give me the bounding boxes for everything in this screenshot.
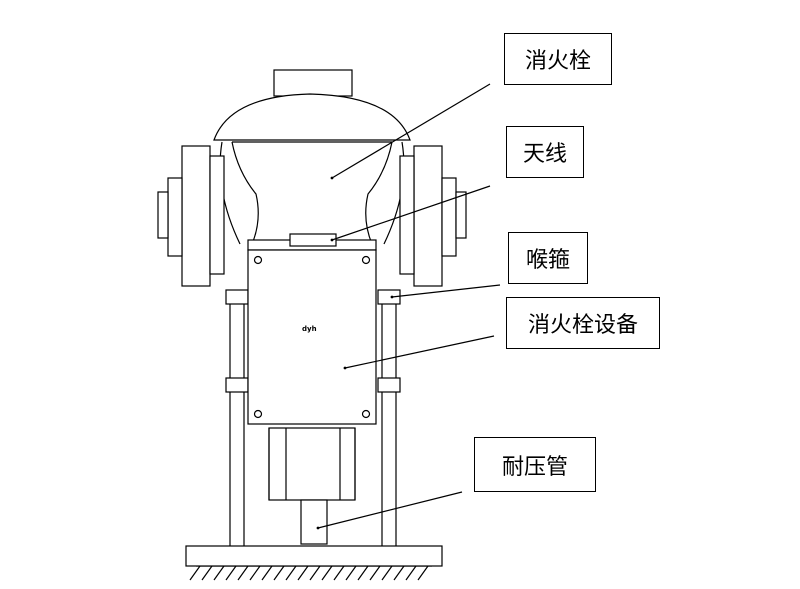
device-logo: dyh: [302, 325, 317, 333]
hydrant-body: [219, 141, 405, 245]
clamp-band: [247, 233, 377, 251]
label-device: 消火栓设备: [506, 297, 660, 349]
base-plate: [185, 545, 443, 567]
support-frame: [225, 289, 401, 546]
device-box: dyh: [247, 249, 377, 425]
right-outlet: [399, 145, 467, 287]
leader-lines: [316, 83, 501, 530]
label-pipe: 耐压管: [474, 437, 596, 492]
hydrant-top-nut: [273, 69, 353, 97]
label-antenna: 天线: [506, 126, 584, 178]
left-outlet: [157, 145, 225, 287]
hydrant-dome: [213, 93, 411, 141]
ground-hatching: [189, 565, 432, 581]
pressure-pipe: [268, 427, 356, 545]
label-clamp: 喉箍: [508, 232, 588, 284]
label-hydrant: 消火栓: [504, 33, 612, 85]
